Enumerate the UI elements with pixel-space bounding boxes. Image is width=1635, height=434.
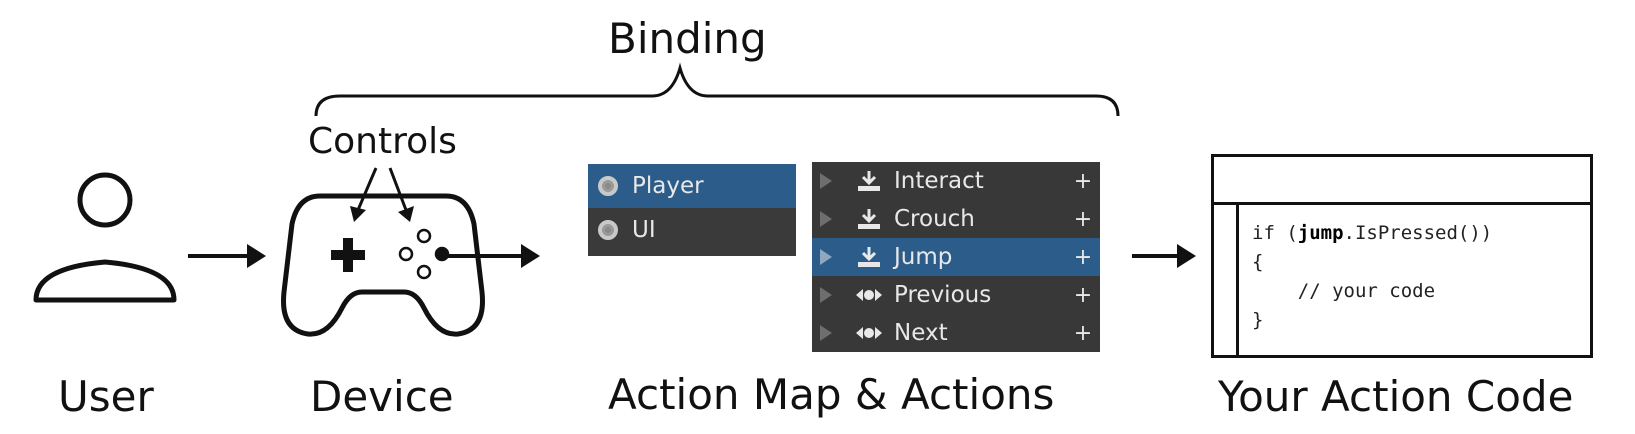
action-item-next[interactable]: Next + (812, 314, 1100, 352)
action-item-crouch[interactable]: Crouch + (812, 200, 1100, 238)
controls-arrows (350, 167, 414, 222)
axis-icon (854, 282, 884, 308)
code-window: if (jump.IsPressed()) { // your code } (1211, 154, 1593, 358)
gamepad-icon (281, 193, 485, 337)
action-item-interact[interactable]: Interact + (812, 162, 1100, 200)
action-map-label: Action Map & Actions (608, 370, 1055, 419)
expand-triangle-icon[interactable] (820, 325, 832, 341)
button-icon (854, 244, 884, 270)
expand-triangle-icon[interactable] (820, 211, 832, 227)
code-gutter (1236, 205, 1239, 355)
action-label: Jump (894, 244, 953, 270)
user-label: User (58, 372, 154, 421)
action-map-label-text: Player (632, 173, 704, 199)
add-binding-button[interactable]: + (1073, 282, 1093, 308)
action-map-icon (598, 176, 618, 196)
code-token: .IsPressed()) (1343, 222, 1493, 244)
action-label: Interact (894, 168, 984, 194)
device-label: Device (310, 372, 454, 421)
action-label: Previous (894, 282, 992, 308)
add-binding-button[interactable]: + (1073, 206, 1093, 232)
action-map-panel: Player UI (588, 164, 796, 256)
code-token-jump: jump (1297, 222, 1344, 244)
code-line-4: } (1252, 309, 1264, 331)
code-token: if ( (1252, 222, 1298, 244)
arrow-user-device (188, 244, 266, 268)
action-item-jump[interactable]: Jump + (812, 238, 1100, 276)
action-map-item-ui[interactable]: UI (588, 208, 796, 252)
expand-triangle-icon[interactable] (820, 249, 832, 265)
action-item-previous[interactable]: Previous + (812, 276, 1100, 314)
action-label: Crouch (894, 206, 975, 232)
code-line-2: { (1252, 251, 1264, 273)
controls-label: Controls (308, 121, 457, 162)
axis-icon (854, 320, 884, 346)
add-binding-button[interactable]: + (1073, 320, 1093, 346)
expand-triangle-icon[interactable] (820, 173, 832, 189)
code-line-3: // your code (1252, 280, 1436, 302)
actions-panel: Interact + Crouch + Jump + Previous + Ne… (812, 162, 1100, 352)
action-map-icon (598, 220, 618, 240)
action-code-label: Your Action Code (1218, 372, 1574, 421)
code-window-titlebar (1214, 157, 1590, 205)
button-icon (854, 206, 884, 232)
arrow-actions-code (1132, 244, 1196, 268)
action-map-label-text: UI (632, 217, 656, 243)
code-block: if (jump.IsPressed()) { // your code } (1252, 219, 1492, 335)
add-binding-button[interactable]: + (1073, 244, 1093, 270)
action-map-item-player[interactable]: Player (588, 164, 796, 208)
button-icon (854, 168, 884, 194)
user-icon (33, 172, 177, 303)
action-label: Next (894, 320, 948, 346)
binding-brace (314, 62, 1120, 117)
expand-triangle-icon[interactable] (820, 287, 832, 303)
add-binding-button[interactable]: + (1073, 168, 1093, 194)
binding-label: Binding (608, 14, 767, 63)
arrow-device-actions (448, 244, 540, 268)
code-line-1: if (jump.IsPressed()) (1252, 222, 1492, 244)
